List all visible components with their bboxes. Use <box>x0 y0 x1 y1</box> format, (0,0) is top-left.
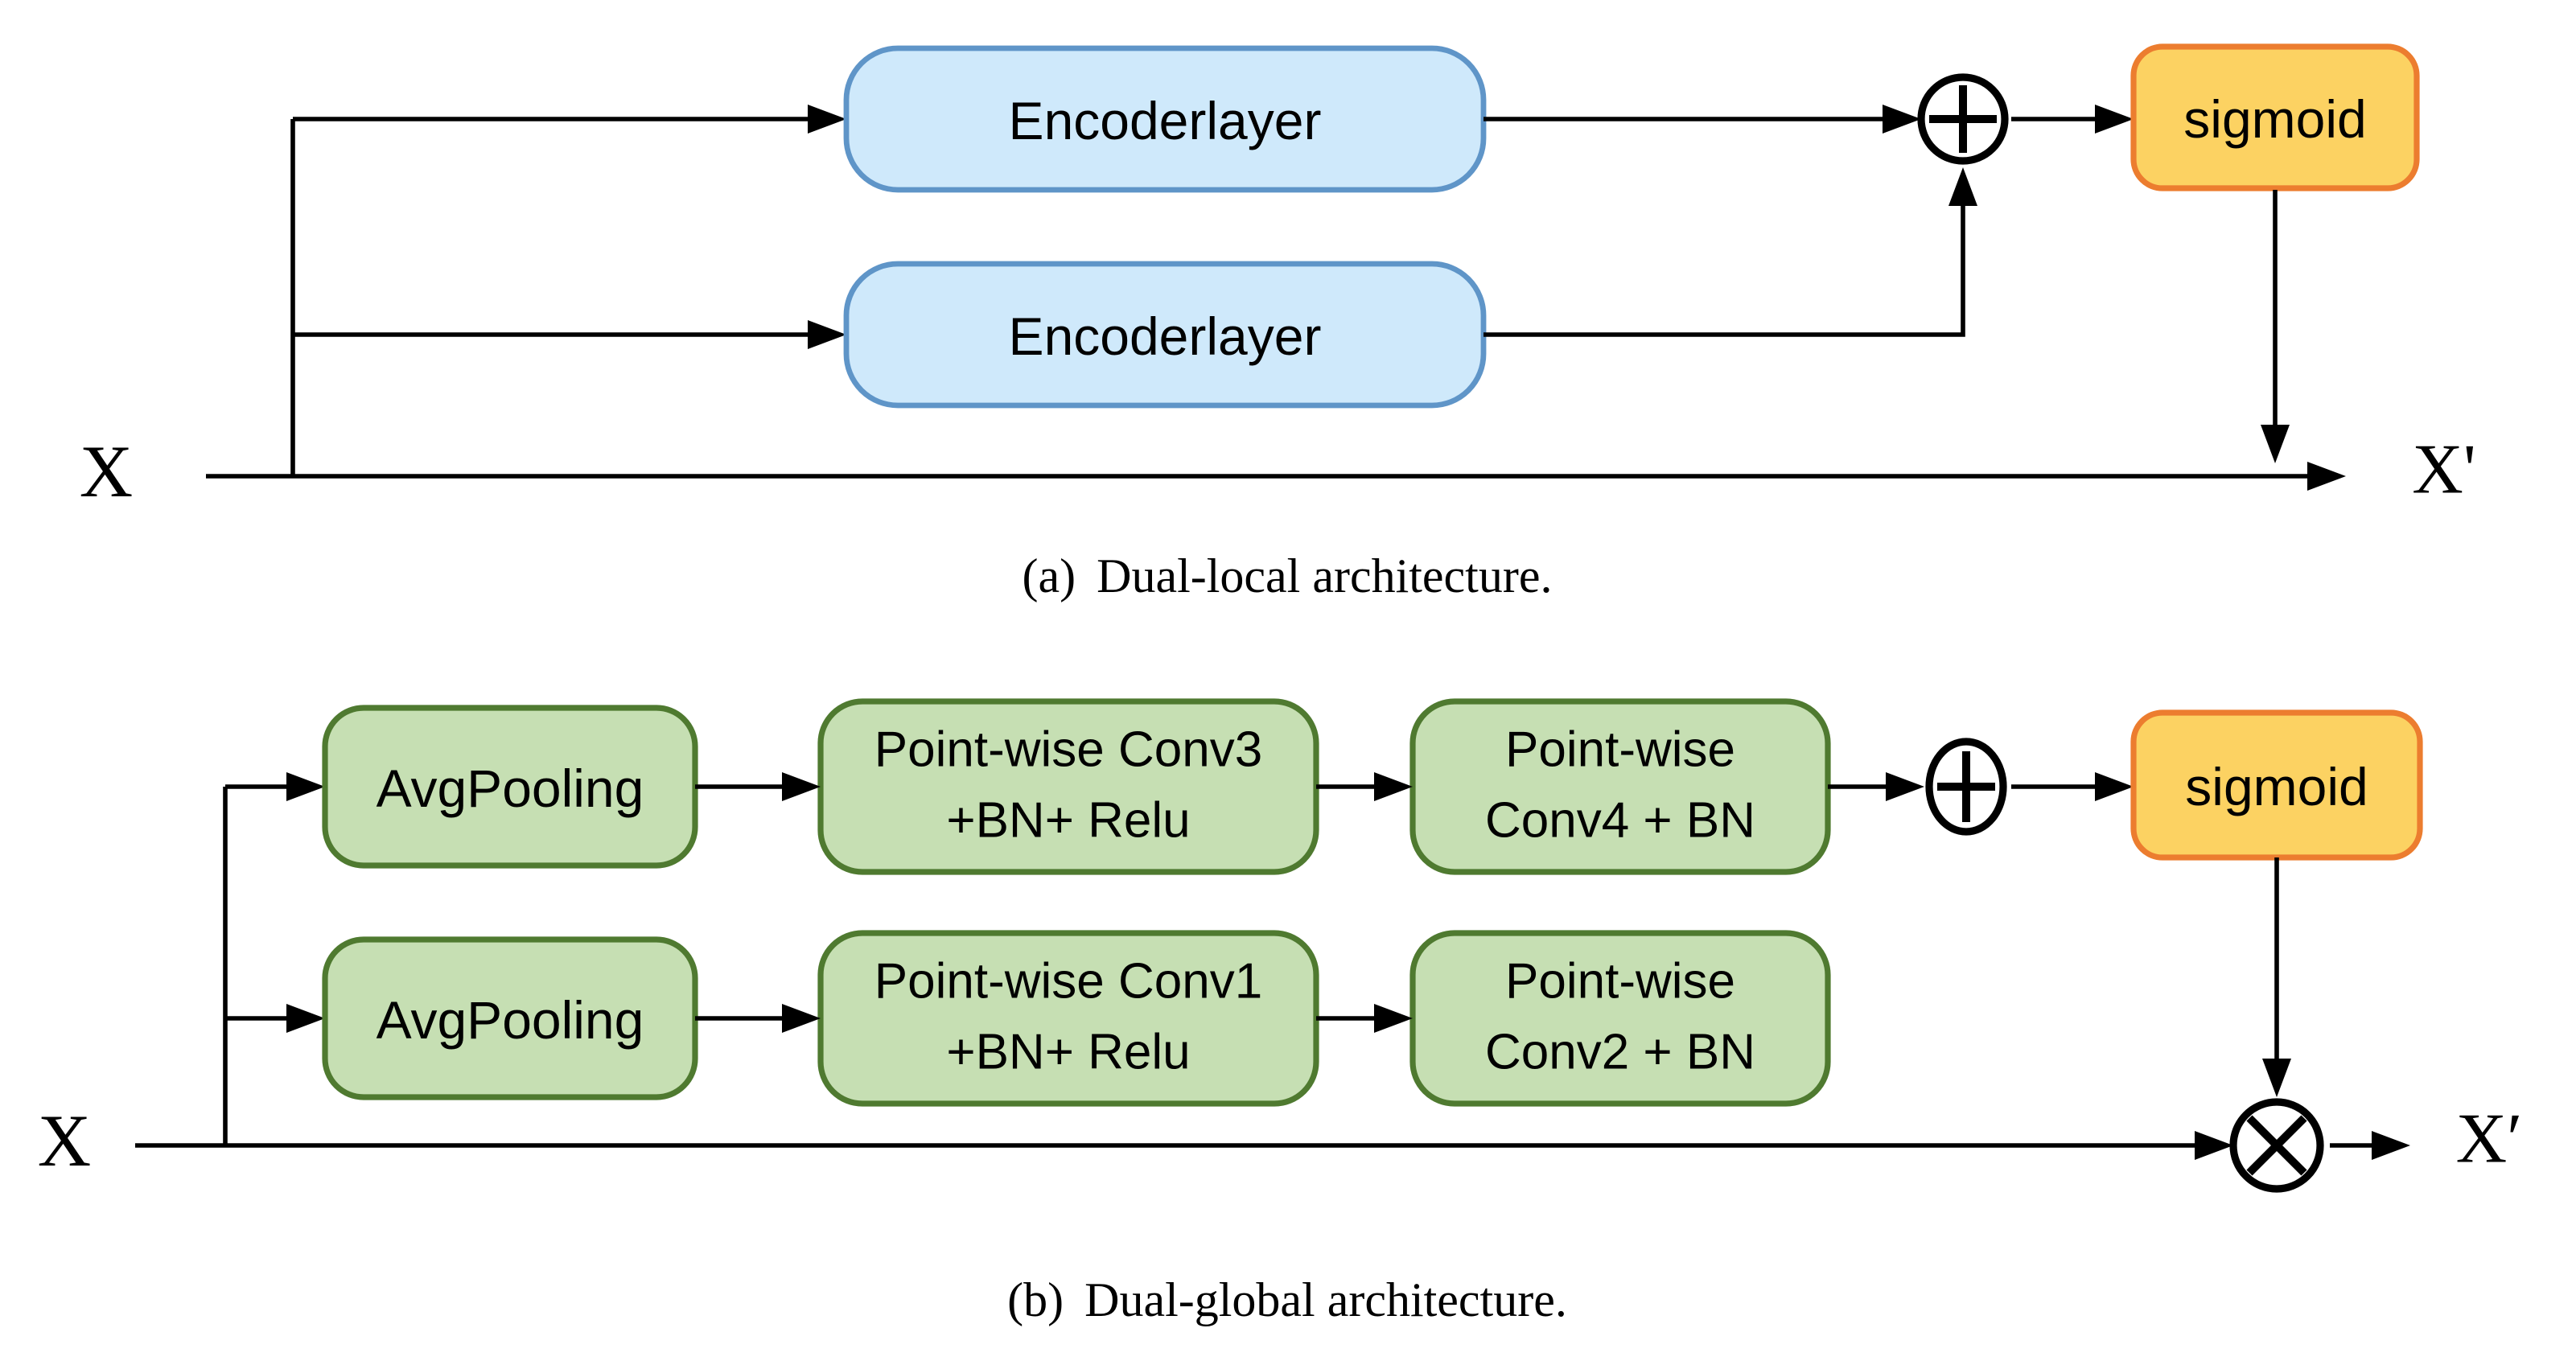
conv1-label-line2: +BN+ Relu <box>946 1025 1190 1080</box>
conv1-label-line1: Point-wise Conv1 <box>874 954 1262 1009</box>
conv4-label-line2: Conv4 + BN <box>1485 793 1755 849</box>
output-label-a: X' <box>2412 431 2475 509</box>
circle-plus-icon <box>1925 738 2007 836</box>
conv3-label-line2: +BN+ Relu <box>946 793 1190 849</box>
caption-b: (b) Dual-global architecture. <box>1007 1273 1567 1326</box>
caption-a: (a) Dual-local architecture. <box>1023 549 1553 602</box>
caption-a-label: (a) <box>1023 549 1076 602</box>
encoder2-label: Encoderlayer <box>1009 306 1322 366</box>
avgpool1-label: AvgPooling <box>377 759 644 818</box>
encoder1-label: Encoderlayer <box>1009 91 1322 150</box>
input-label-a: X <box>80 430 133 512</box>
caption-b-text: Dual-global architecture. <box>1084 1273 1567 1326</box>
caption-b-label: (b) <box>1007 1273 1064 1326</box>
conv2-label-line2: Conv2 + BN <box>1485 1025 1755 1080</box>
circle-plus-icon <box>1917 73 2009 165</box>
panel-a: Encoderlayer Encoderlayer sigmoid X X' (… <box>80 43 2476 602</box>
caption-a-text: Dual-local architecture. <box>1097 549 1552 602</box>
avgpool2-label: AvgPooling <box>377 990 644 1050</box>
sigmoid-label-a: sigmoid <box>2183 89 2366 149</box>
conv3-label-line1: Point-wise Conv3 <box>874 722 1262 778</box>
panel-b: AvgPooling Point-wise Conv3 +BN+ Relu Po… <box>38 698 2523 1326</box>
sigmoid-label-b: sigmoid <box>2185 757 2368 816</box>
arrow-encoder2-to-add <box>1483 167 1977 337</box>
conv2-label-line1: Point-wise <box>1505 954 1735 1009</box>
sigmoid-box-a <box>2130 43 2420 191</box>
input-label-b: X <box>38 1100 91 1182</box>
circle-times-icon <box>2229 1098 2324 1193</box>
conv2-box <box>1409 930 1831 1107</box>
output-label-b: X′ <box>2456 1100 2523 1178</box>
conv4-label-line1: Point-wise <box>1505 722 1735 778</box>
